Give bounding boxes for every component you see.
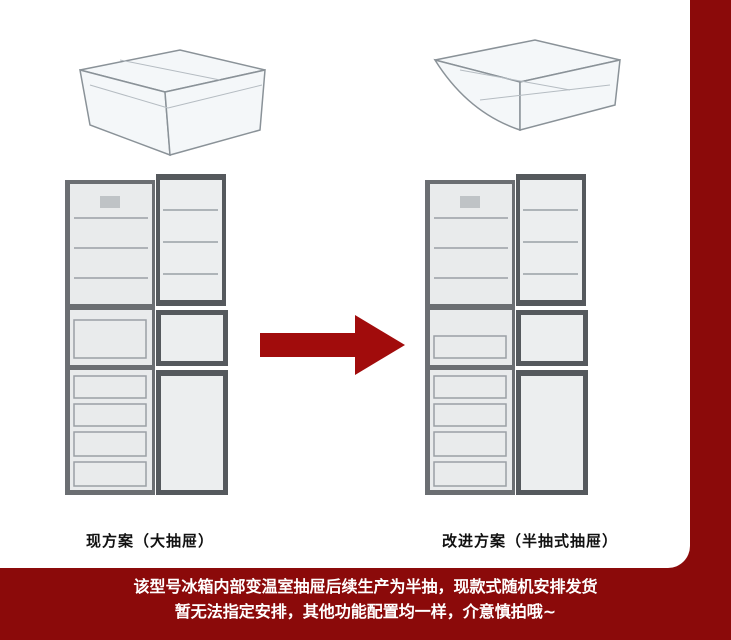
current-plan-panel: 现方案（大抽屉） [20,0,320,568]
fridge-current-image [65,174,228,495]
improved-plan-caption: 改进方案（半抽式抽屉） [441,532,618,550]
improved-plan-panel: 改进方案（半抽式抽屉） [380,0,680,568]
half-drawer-image [433,39,621,132]
fridge-improved-image [425,174,588,495]
current-plan-caption: 现方案（大抽屉） [85,532,214,550]
notice-text: 该型号冰箱内部变温室抽屉后续生产为半抽，现款式随机安排发货 暂无法指定安排，其他… [0,574,731,624]
arrow-right-icon [260,315,405,375]
comparison-card: 现方案（大抽屉） [0,0,690,568]
large-drawer-image [79,49,266,157]
notice-line-2: 暂无法指定安排，其他功能配置均一样，介意慎拍哦~ [174,602,557,621]
notice-line-1: 该型号冰箱内部变温室抽屉后续生产为半抽，现款式随机安排发货 [133,577,598,596]
